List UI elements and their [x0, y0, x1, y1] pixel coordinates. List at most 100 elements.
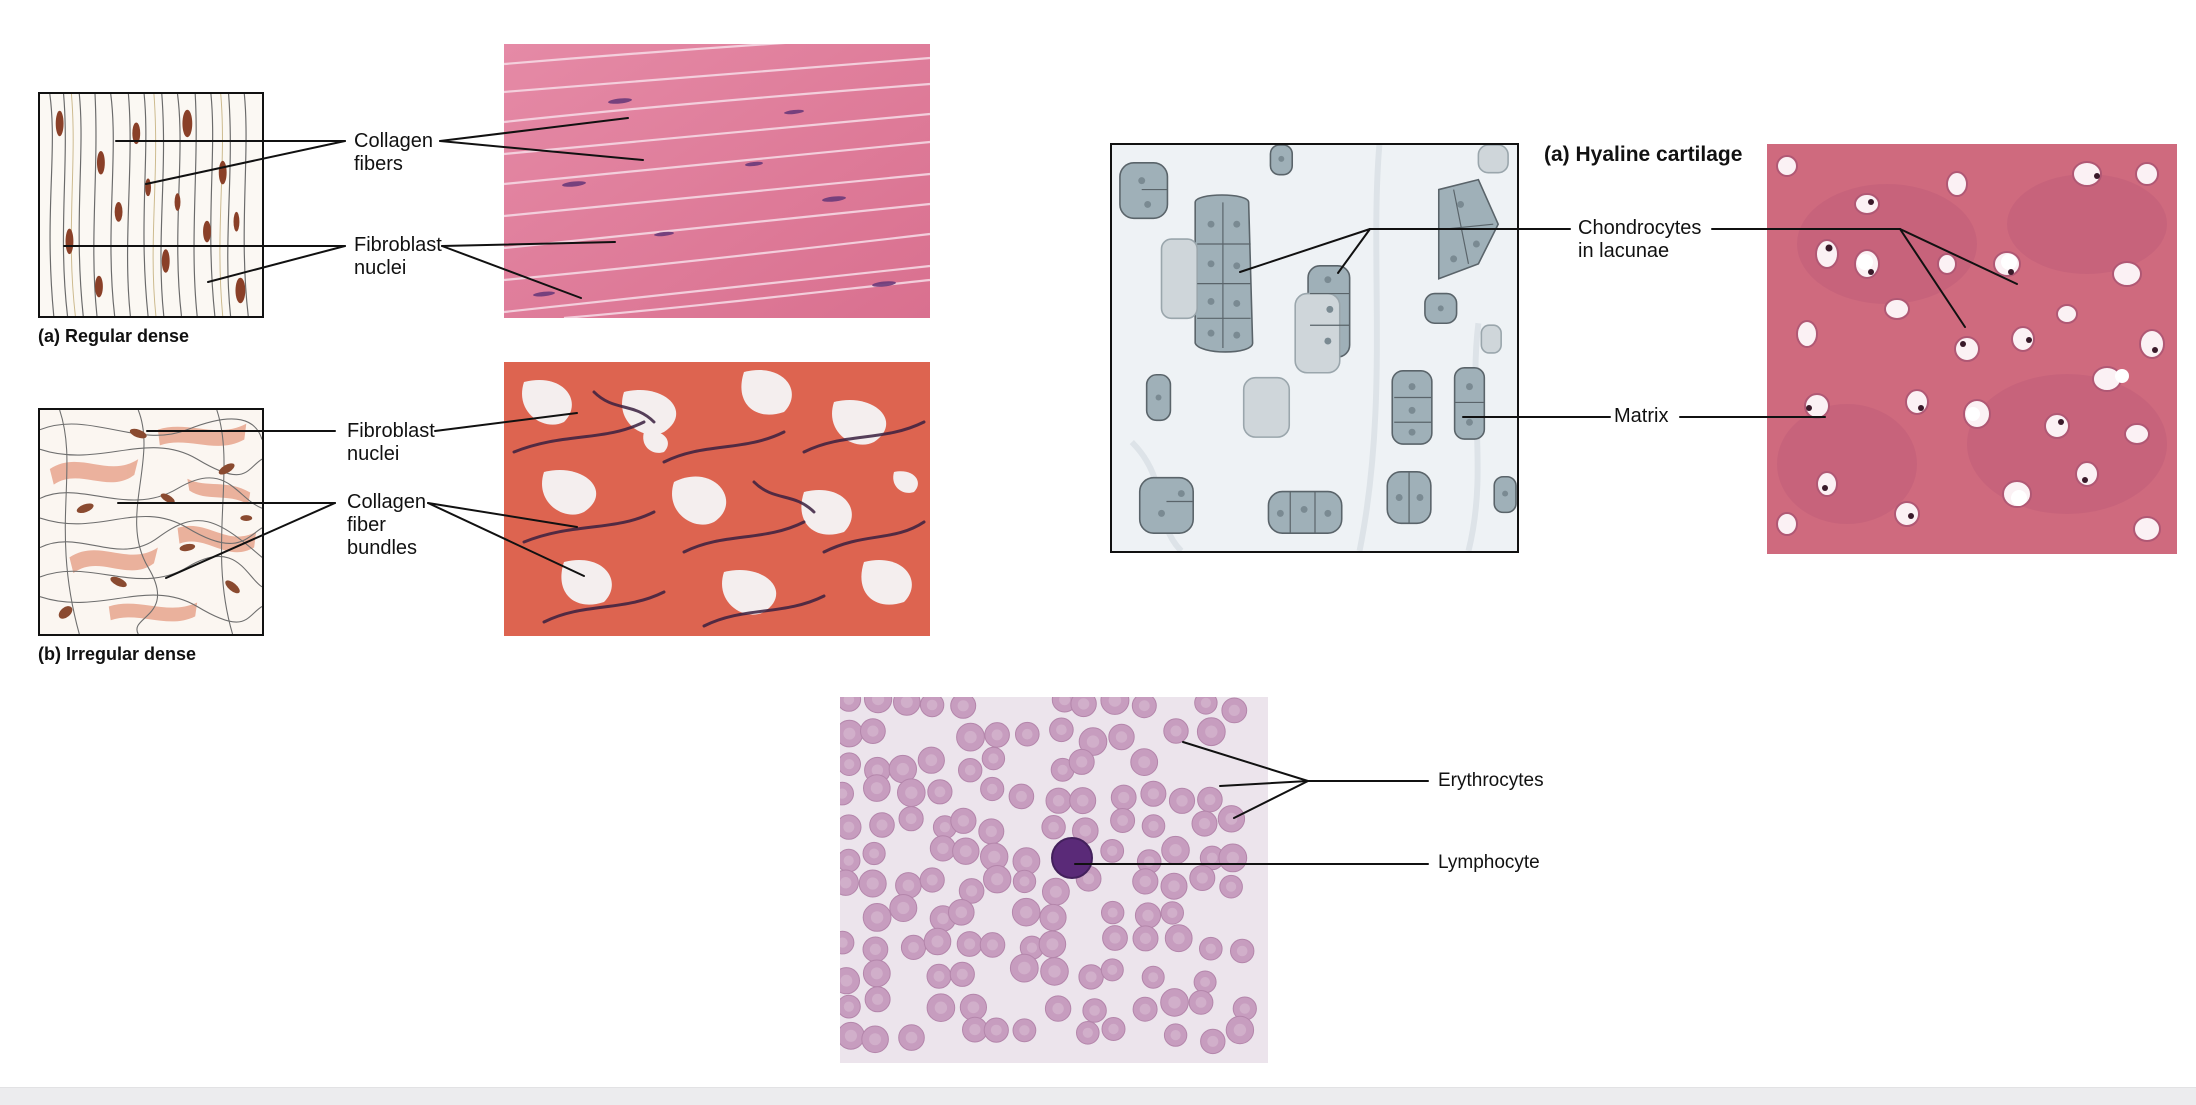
hyaline-cartilage-caption: (a) Hyaline cartilage: [1544, 143, 1743, 166]
erythrocyte-center: [1139, 875, 1151, 888]
erythrocyte-center: [1170, 725, 1182, 737]
erythrocyte-center: [1020, 855, 1033, 868]
erythrocyte-center: [931, 935, 944, 948]
erythrocyte-center: [905, 813, 917, 825]
erythrocyte-center: [1020, 906, 1033, 919]
erythrocyte-center: [1148, 820, 1159, 832]
erythrocyte-center: [957, 700, 969, 712]
erythrocyte-center: [1148, 972, 1159, 983]
erythrocyte-center: [1022, 728, 1033, 740]
erythrocyte-center: [902, 879, 915, 892]
collagen-fibers-label: Collagen fibers: [354, 130, 433, 175]
erythrocyte-center: [843, 855, 854, 866]
erythrocyte-center: [1196, 872, 1208, 884]
erythrocyte-center: [1143, 856, 1155, 867]
irregular-fibroblast-nuclei-label: Fibroblast nuclei: [347, 420, 435, 465]
erythrocyte-center: [1019, 876, 1030, 887]
erythrocyte-center: [1204, 794, 1216, 806]
erythrocyte-center: [957, 815, 970, 827]
erythrocyte-center: [985, 825, 997, 837]
erythrocyte-center: [843, 821, 855, 833]
erythrocyte-center: [876, 819, 888, 831]
erythrocyte-center: [840, 877, 852, 889]
erythrocyte-center: [1086, 735, 1100, 748]
erythrocyte-center: [1079, 824, 1092, 837]
erythrocyte-center: [964, 938, 976, 950]
erythrocyte-center: [1139, 1003, 1151, 1015]
erythrocyte-center: [867, 725, 879, 737]
erythrocyte-center: [964, 730, 977, 744]
erythrocyte-center: [1048, 965, 1061, 978]
erythrocyte-center: [1167, 907, 1178, 918]
erythrocyte-center: [926, 874, 938, 886]
blood-smear-micrograph: [840, 697, 1268, 1063]
erythrocyte-center: [1200, 977, 1211, 987]
erythrocyte-center: [1076, 756, 1088, 768]
irregular-dense-micrograph: [504, 362, 930, 636]
erythrocyte-center: [1207, 1035, 1219, 1047]
regular-dense-caption: (a) Regular dense: [38, 326, 190, 346]
erythrocyte-center: [925, 754, 938, 767]
erythrocyte-center: [1200, 697, 1211, 708]
erythrocyte-center: [1139, 932, 1152, 944]
erythrocyte-center: [1169, 844, 1182, 857]
erythrocyte-center: [964, 764, 976, 776]
erythrocyte-center: [1085, 971, 1097, 983]
erythrocyte-center: [1108, 697, 1122, 707]
regular-dense-drawing: [38, 92, 264, 318]
erythrocyte-center: [1168, 880, 1180, 892]
erythrocyte-center: [1052, 1002, 1064, 1015]
erythrocyte-center: [966, 885, 978, 897]
erythrocyte-center: [1147, 788, 1159, 800]
erythrocyte-center: [1018, 961, 1031, 975]
erythrocyte-center: [1057, 764, 1068, 775]
erythrocyte-center: [987, 783, 998, 795]
erythrocyte-center: [1026, 942, 1038, 953]
erythrocyte-center: [900, 697, 913, 708]
erythrocyte-center: [1226, 881, 1237, 892]
erythrocyte-center: [1195, 997, 1207, 1008]
erythrocyte-center: [1138, 756, 1151, 769]
erythrocyte-center: [934, 1001, 948, 1014]
erythrocyte-center: [843, 727, 856, 740]
erythrocyte-center: [1172, 932, 1185, 945]
lymphocyte-label: Lymphocyte: [1438, 852, 1540, 873]
erythrocyte-center: [933, 970, 945, 982]
regular-dense-micrograph: [504, 44, 930, 318]
erythrocyte-center: [870, 967, 883, 980]
erythrocyte-center: [1052, 795, 1065, 807]
erythrocyte-center: [1048, 821, 1059, 833]
erythrocyte-center: [869, 848, 880, 859]
erythrocyte-center: [1089, 1005, 1100, 1016]
hyaline-cartilage-micrograph: [1767, 144, 2177, 554]
erythrocyte-center: [991, 729, 1003, 741]
erythrocyte-center: [988, 753, 999, 764]
hyaline-cartilage-drawing: [1110, 143, 1519, 553]
erythrocyte-center: [956, 968, 968, 980]
erythrocyte-center: [934, 786, 946, 798]
collagen-fiber-bundles-label: Collagen fiber bundles: [347, 491, 426, 559]
erythrocyte-center: [872, 697, 885, 706]
erythrocyte-center: [967, 1001, 980, 1014]
erythrocyte-center: [1076, 794, 1089, 807]
erythrocyte-center: [969, 1024, 981, 1036]
erythrocyte-center: [1056, 724, 1067, 736]
erythrocyte-center: [988, 850, 1001, 863]
erythrocyte-center: [1019, 1025, 1030, 1036]
regular-fibroblast-nuclei-label: Fibroblast nuclei: [354, 234, 442, 279]
erythrocyte-center: [866, 877, 879, 890]
erythrocyte-center: [1236, 945, 1248, 957]
erythrocyte-center: [1239, 1003, 1250, 1014]
erythrocyte-center: [869, 1033, 882, 1046]
erythrocyte-center: [959, 845, 972, 858]
erythrocyte-center: [905, 1031, 918, 1044]
erythrocyte-center: [1083, 873, 1095, 885]
irregular-dense-caption: (b) Irregular dense: [38, 644, 197, 664]
erythrocyte-center: [844, 1029, 857, 1042]
erythrocyte-center: [843, 697, 855, 705]
erythrocyte-center: [1205, 725, 1218, 738]
erythrocyte-center: [1082, 1027, 1093, 1038]
erythrocyte-center: [869, 943, 881, 955]
erythrocyte-center: [1205, 943, 1216, 954]
erythrocyte-center: [840, 974, 853, 987]
